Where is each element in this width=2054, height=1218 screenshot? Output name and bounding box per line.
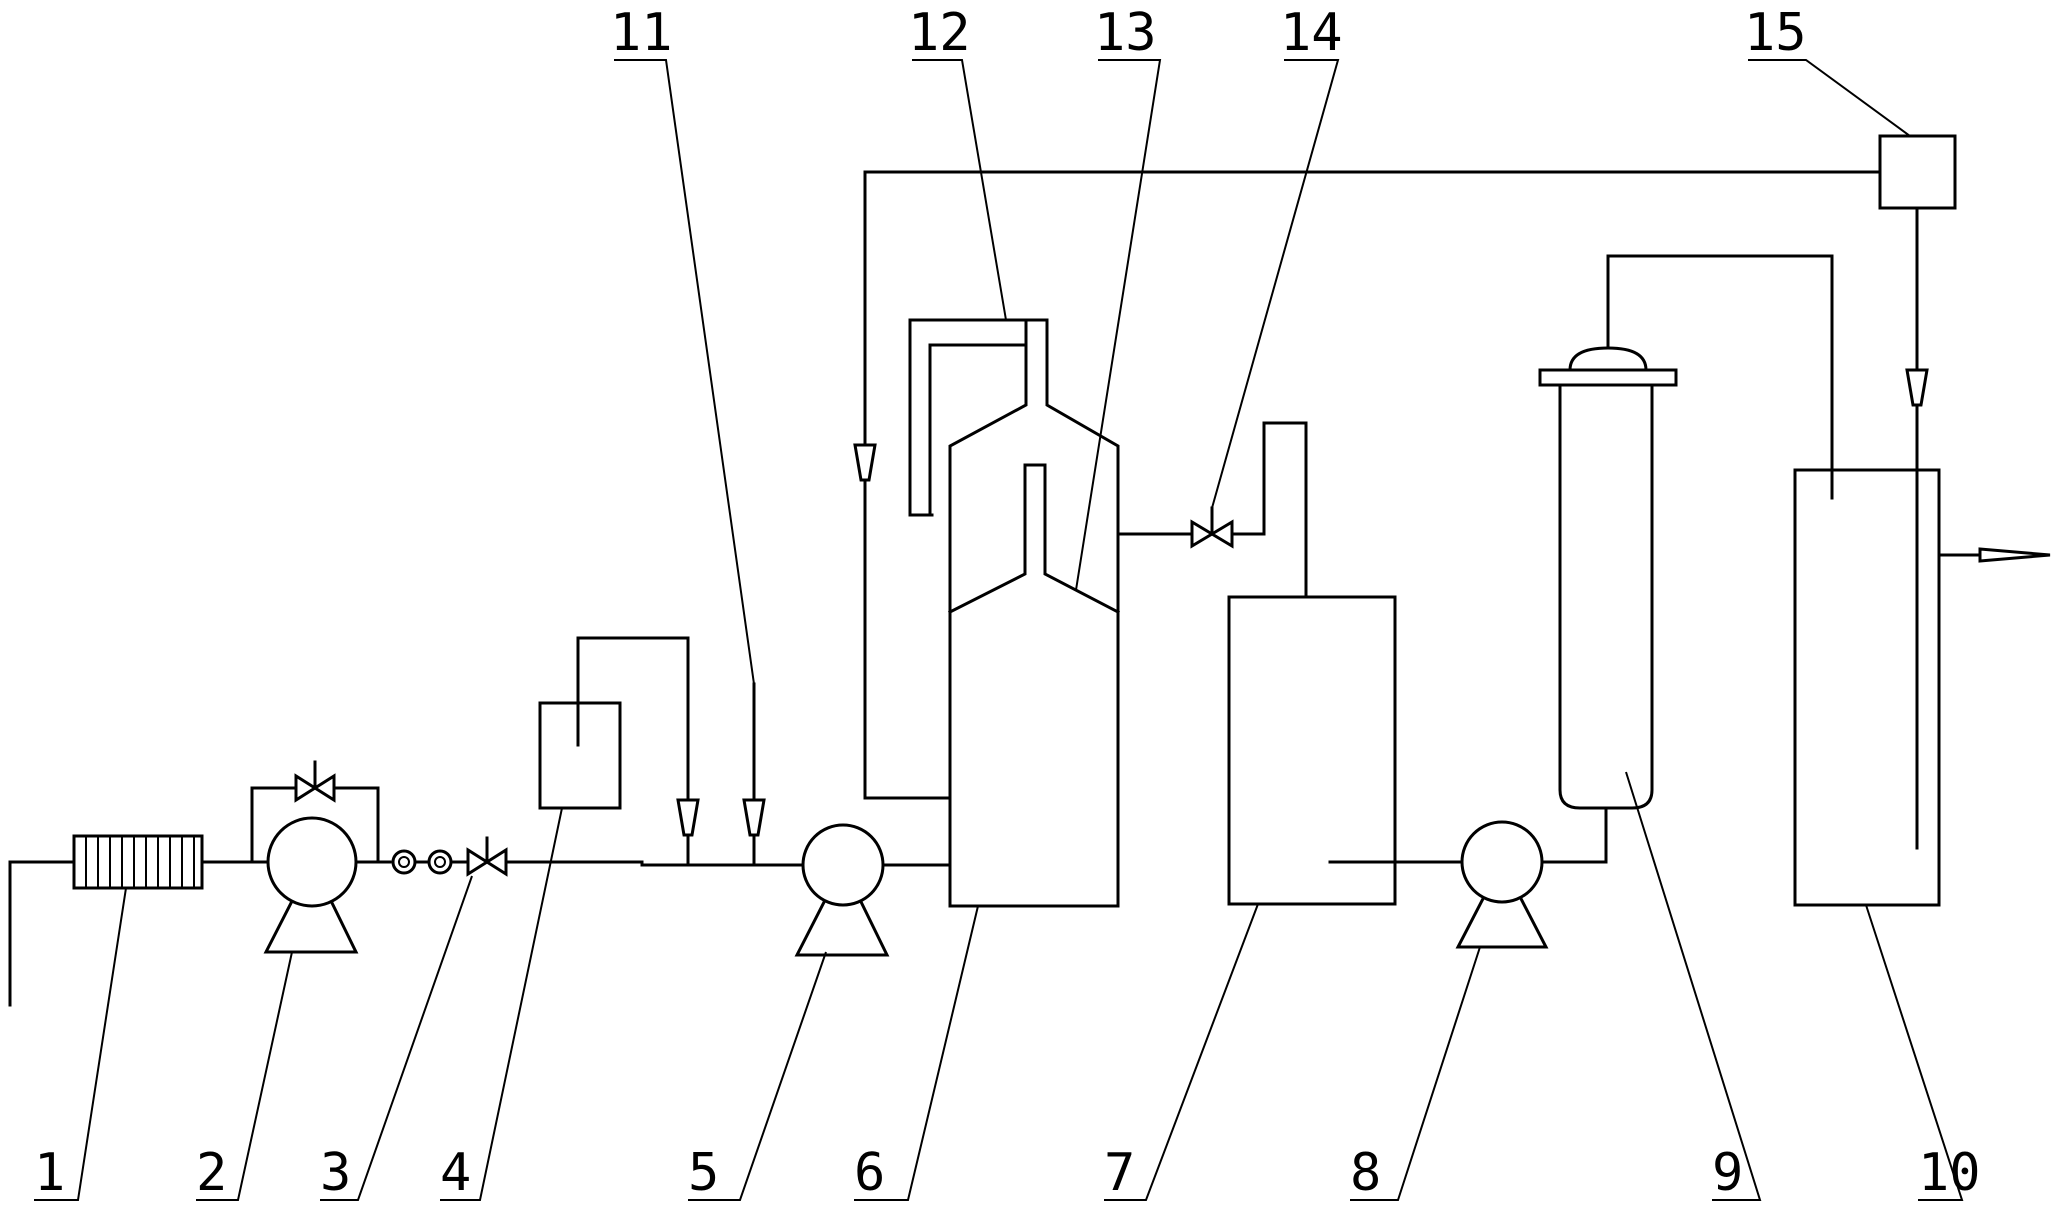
gas-outlet-inner-pipe bbox=[928, 343, 1028, 517]
label-13: 13 bbox=[1094, 3, 1157, 63]
inlet-valve bbox=[466, 836, 508, 877]
reactor-vessel bbox=[948, 343, 1120, 908]
dosing-injector bbox=[742, 682, 766, 867]
three-phase-separator bbox=[947, 463, 1121, 615]
label-2: 2 bbox=[196, 1143, 227, 1203]
feed-pump bbox=[794, 823, 890, 957]
label-14: 14 bbox=[1280, 3, 1343, 63]
flowmeter-pair bbox=[391, 849, 453, 875]
transfer-valve bbox=[1190, 506, 1234, 549]
label-9: 9 bbox=[1712, 1143, 1743, 1203]
dosing-tank bbox=[538, 636, 700, 864]
label-6: 6 bbox=[854, 1143, 885, 1203]
label-7: 7 bbox=[1104, 1143, 1135, 1203]
label-4: 4 bbox=[440, 1143, 471, 1203]
label-8: 8 bbox=[1350, 1143, 1381, 1203]
leader-lines bbox=[34, 59, 1964, 1201]
membrane-feed-pump bbox=[1455, 806, 1608, 949]
pump-bypass-line bbox=[250, 760, 380, 864]
recycle-line bbox=[853, 170, 1882, 800]
label-1: 1 bbox=[34, 1143, 65, 1203]
controller-box bbox=[1878, 134, 1957, 850]
label-11: 11 bbox=[610, 3, 673, 63]
label-5: 5 bbox=[688, 1143, 719, 1203]
transfer-line bbox=[1116, 421, 1308, 599]
membrane-column bbox=[1538, 254, 1834, 810]
label-3: 3 bbox=[320, 1143, 351, 1203]
label-10: 10 bbox=[1918, 1143, 1981, 1203]
product-tank bbox=[1793, 468, 2051, 907]
inlet-filter-grille bbox=[72, 834, 204, 890]
intermediate-tank bbox=[1227, 595, 1464, 906]
label-12: 12 bbox=[908, 3, 971, 63]
lift-pump bbox=[263, 816, 359, 954]
label-15: 15 bbox=[1744, 3, 1807, 63]
